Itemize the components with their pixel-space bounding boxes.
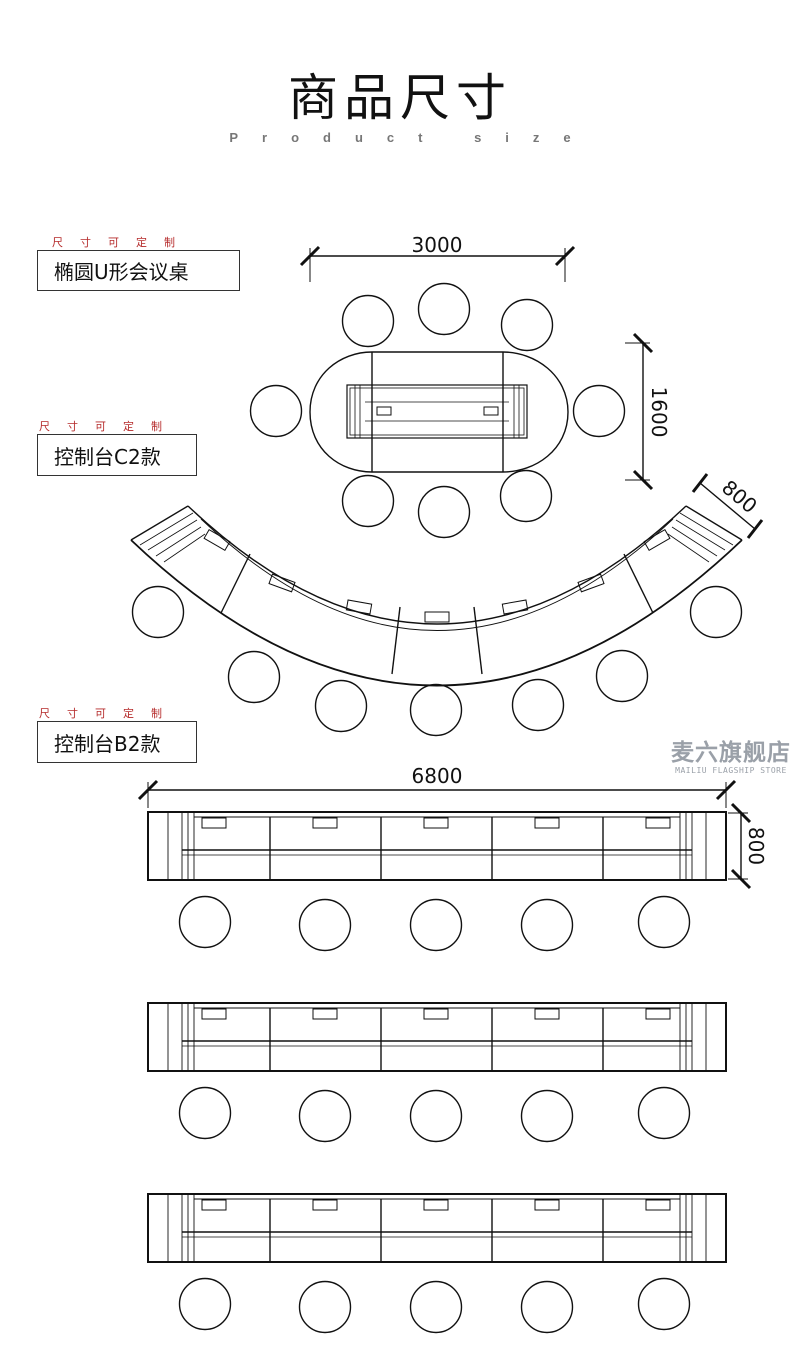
oval-conference-table: 3000 1600 xyxy=(249,233,671,539)
chair xyxy=(595,649,649,703)
dimension-800-linear-label: 800 xyxy=(744,827,768,865)
chair xyxy=(341,474,395,528)
chair xyxy=(500,298,554,352)
chair xyxy=(520,1089,574,1143)
dimension-1600-label: 1600 xyxy=(647,387,671,438)
customizable-tag-3: 尺寸可定制 xyxy=(39,707,179,720)
page-subtitle: Product size xyxy=(229,130,595,145)
chair xyxy=(409,898,463,952)
chair xyxy=(637,1086,691,1140)
linear-console-row-2 xyxy=(147,1002,727,1143)
product-label-console-b2: 控制台B2款 xyxy=(37,721,197,763)
dimension-6800-label: 6800 xyxy=(412,764,463,788)
linear-console-dimensions: 6800 800 xyxy=(137,764,768,890)
chair xyxy=(227,650,281,704)
dimension-3000-label: 3000 xyxy=(412,233,463,257)
chair xyxy=(298,898,352,952)
watermark-name: 麦六旗舰店 xyxy=(671,740,791,766)
chair xyxy=(298,1280,352,1334)
chair xyxy=(178,895,232,949)
chair xyxy=(178,1277,232,1331)
chair xyxy=(637,1277,691,1331)
chair xyxy=(178,1086,232,1140)
chair xyxy=(249,384,303,438)
page-title: 商品尺寸 xyxy=(288,69,512,127)
oval-table-top xyxy=(309,351,569,473)
chair xyxy=(499,469,553,523)
customizable-tag-2: 尺寸可定制 xyxy=(39,420,179,433)
chair xyxy=(572,384,626,438)
store-watermark: 麦六旗舰店 MAILIU FLAGSHIP STORE xyxy=(662,740,800,776)
dimension-800-curved-label: 800 xyxy=(717,475,762,518)
chair xyxy=(409,683,463,737)
customizable-tag-1: 尺寸可定制 xyxy=(52,236,192,249)
chair xyxy=(409,1089,463,1143)
chair xyxy=(417,282,471,336)
chair xyxy=(341,294,395,348)
chair xyxy=(520,1280,574,1334)
chair xyxy=(511,678,565,732)
chair xyxy=(637,895,691,949)
dimension-line-800-curved xyxy=(699,482,756,530)
chair xyxy=(298,1089,352,1143)
curved-console-c2: 800 xyxy=(130,473,764,737)
chair xyxy=(689,585,743,639)
product-label-console-c2: 控制台C2款 xyxy=(37,434,197,476)
linear-console-row-3 xyxy=(147,1193,727,1334)
chair xyxy=(314,679,368,733)
chair xyxy=(417,485,471,539)
watermark-english: MAILIU FLAGSHIP STORE xyxy=(675,766,787,775)
product-label-oval-table: 椭圆U形会议桌 xyxy=(37,250,240,291)
chair xyxy=(131,585,185,639)
chair xyxy=(520,898,574,952)
chair xyxy=(409,1280,463,1334)
linear-console-row-1 xyxy=(147,811,727,952)
